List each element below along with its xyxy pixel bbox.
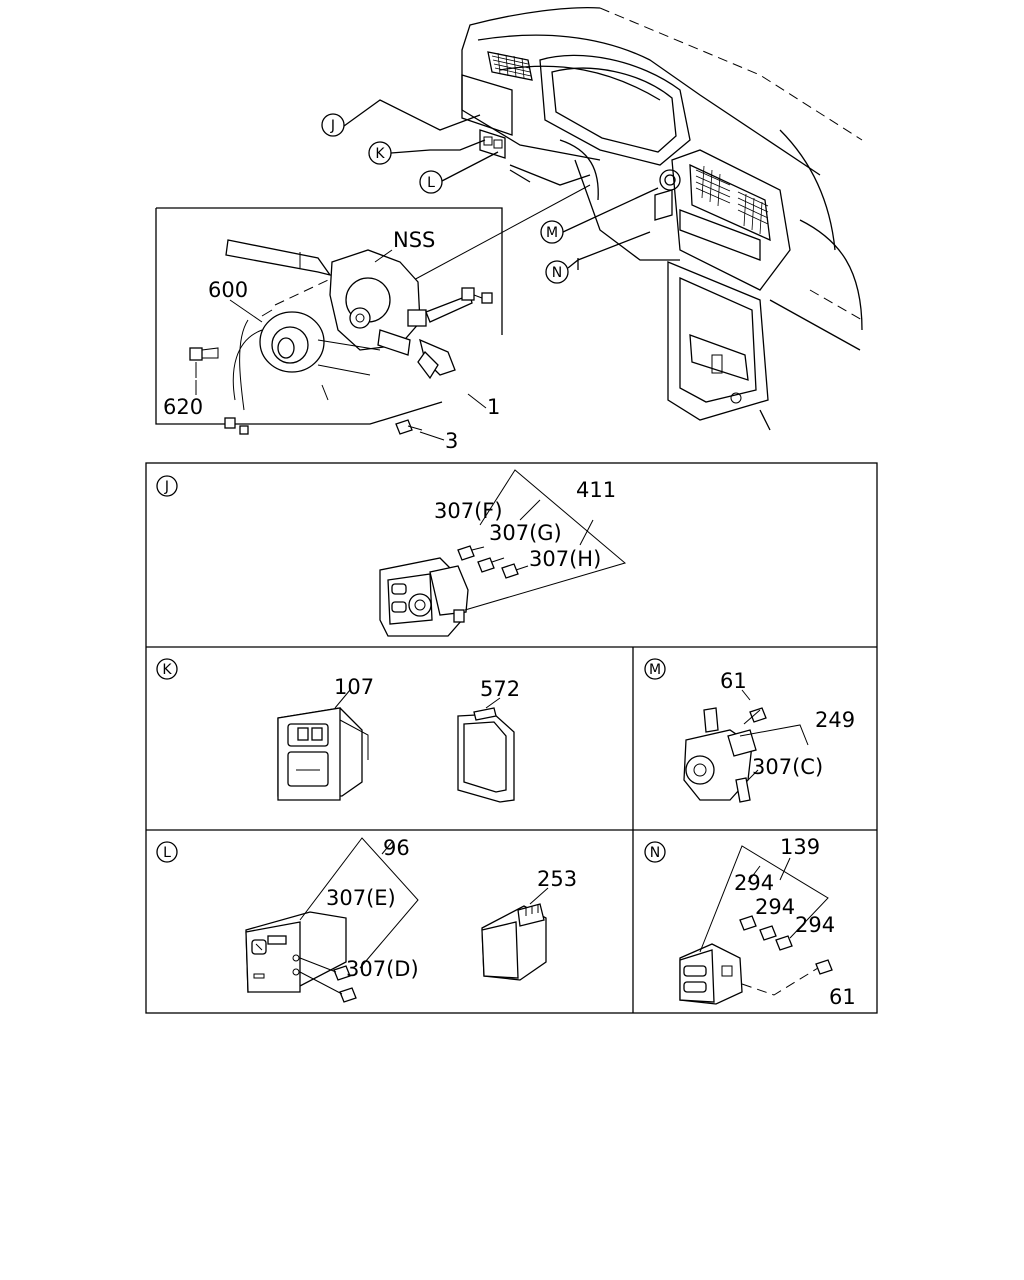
panel-l: L 96 307(E) 307(D) 253 xyxy=(156,836,577,1003)
dashboard-outline xyxy=(461,7,863,431)
label-nss: NSS xyxy=(393,228,435,252)
callout-m: M xyxy=(540,220,564,244)
label-307g: 307(G) xyxy=(489,521,562,545)
label-600: 600 xyxy=(208,278,248,302)
panel-k: K 107 572 xyxy=(156,658,520,803)
callout-j: J xyxy=(321,113,345,137)
panel-k-tag: K xyxy=(162,662,172,678)
label-307c: 307(C) xyxy=(752,755,823,779)
label-m-61: 61 xyxy=(720,669,747,693)
label-n-61: 61 xyxy=(829,985,856,1009)
panel-l-tag: L xyxy=(163,845,171,861)
svg-text:M: M xyxy=(546,225,558,241)
panel-n: N 139 294 294 294 61 xyxy=(644,835,856,1009)
label-307e: 307(E) xyxy=(326,886,396,910)
callout-l: L xyxy=(419,170,443,194)
panel-m-tag: M xyxy=(649,662,661,678)
callout-n: N xyxy=(545,260,569,284)
label-3: 3 xyxy=(445,429,458,453)
svg-text:L: L xyxy=(427,175,435,191)
label-96: 96 xyxy=(383,836,410,860)
label-107: 107 xyxy=(334,675,374,699)
label-139: 139 xyxy=(780,835,820,859)
panel-j-tag: J xyxy=(164,479,169,495)
label-1: 1 xyxy=(487,395,500,419)
svg-text:N: N xyxy=(552,265,562,281)
svg-text:J: J xyxy=(330,118,335,134)
label-294b: 294 xyxy=(755,895,795,919)
label-307h: 307(H) xyxy=(529,547,601,571)
label-294a: 294 xyxy=(734,871,774,895)
overview-leaders xyxy=(343,99,659,270)
detail-panels-grid xyxy=(145,462,878,1014)
label-249: 249 xyxy=(815,708,855,732)
svg-text:K: K xyxy=(375,146,385,162)
label-572: 572 xyxy=(480,677,520,701)
panel-m: M 61 249 307(C) xyxy=(644,658,855,803)
label-307f: 307(F) xyxy=(434,499,503,523)
combination-switch-inset xyxy=(155,184,591,441)
label-411: 411 xyxy=(576,478,616,502)
label-253: 253 xyxy=(537,867,577,891)
panel-n-tag: N xyxy=(650,845,660,861)
label-620: 620 xyxy=(163,395,203,419)
label-294c: 294 xyxy=(795,913,835,937)
callout-k: K xyxy=(368,141,392,165)
panel-j: J 411 307(F) 307(G) 307(H) xyxy=(156,469,627,637)
label-307d: 307(D) xyxy=(346,957,419,981)
